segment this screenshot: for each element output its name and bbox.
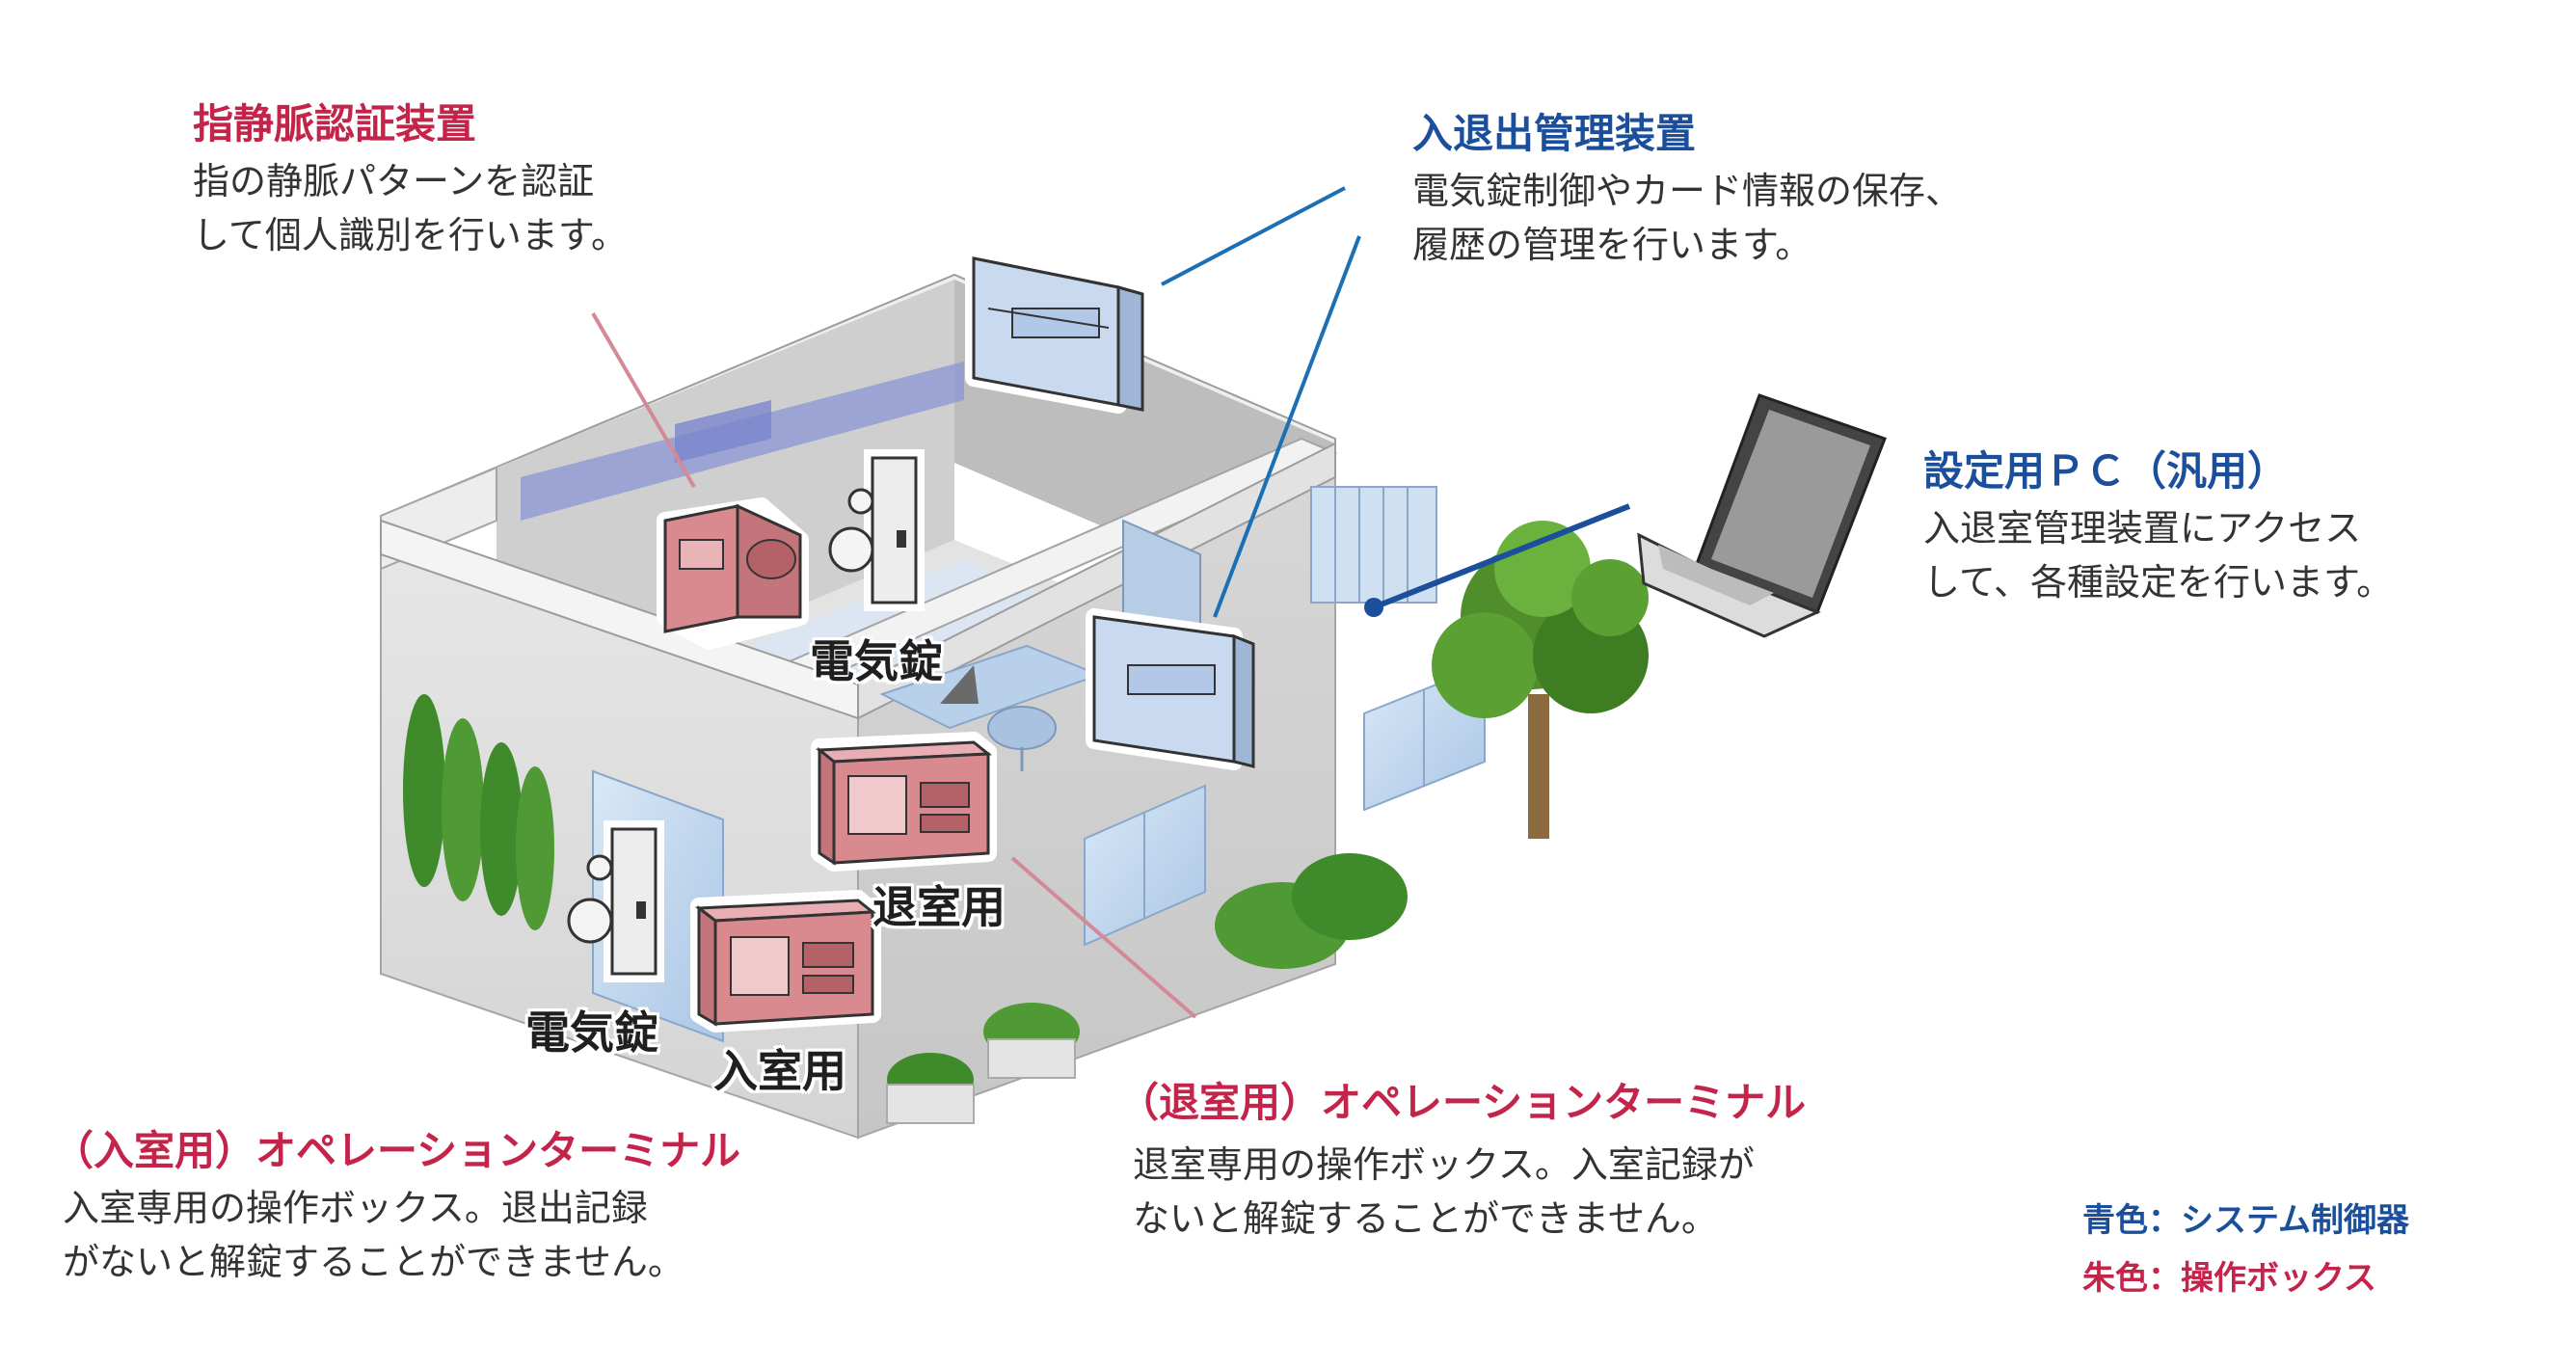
vein-desc-line: して個人識別を行います。 — [193, 214, 629, 256]
terminal-box-icon — [690, 890, 881, 1033]
vein-title: 指静脈認証装置 — [193, 100, 477, 148]
entry-terminal-desc: 入室専用の操作ボックス。退出記録 がないと解錠することができません。 — [63, 1181, 684, 1289]
pc-title: 設定用ＰＣ（汎用） — [1923, 447, 2289, 495]
electric-lock-icon — [567, 820, 664, 982]
entry-box-label: 入室用 — [713, 1045, 846, 1097]
vein-desc: 指の静脈パターンを認証 して個人識別を行います。 — [193, 154, 628, 262]
control-panel-icon — [965, 248, 1150, 414]
legend-red: 朱色：操作ボックス — [2082, 1259, 2376, 1298]
vein-desc-line: 指の静脈パターンを認証 — [193, 160, 595, 202]
lock-label-lower: 電気錠 — [525, 1007, 658, 1059]
tree-icon — [1432, 521, 1649, 839]
entry-terminal-desc-line: がないと解錠することができません。 — [63, 1241, 684, 1283]
finger-vein-scanner-icon — [657, 497, 809, 650]
exit-terminal-desc: 退室専用の操作ボックス。入室記録が ないと解錠することができません。 — [1133, 1138, 1755, 1246]
access-control-title: 入退出管理装置 — [1412, 110, 1697, 157]
entry-terminal-desc-line: 入室専用の操作ボックス。退出記録 — [63, 1187, 648, 1229]
exit-terminal-desc-line: ないと解錠することができません。 — [1133, 1197, 1718, 1240]
electric-lock-icon — [828, 449, 925, 611]
shrubs-front — [886, 853, 1408, 1124]
laptop-icon — [1630, 382, 1893, 638]
exit-terminal-title: （退室用）オペレーションターミナル — [1118, 1079, 1807, 1126]
entry-terminal-title: （入室用）オペレーションターミナル — [53, 1127, 741, 1174]
terminal-box-icon — [811, 732, 997, 872]
exit-terminal-desc-line: 退室専用の操作ボックス。入室記録が — [1133, 1143, 1755, 1186]
exit-box-label: 退室用 — [872, 881, 1006, 933]
control-panel-icon — [1086, 608, 1255, 770]
shrubs-left — [403, 694, 554, 930]
legend-blue: 青色：システム制御器 — [2082, 1201, 2409, 1240]
pc-desc-line: 入退室管理装置にアクセス — [1923, 507, 2362, 550]
access-control-desc: 電気錠制御やカード情報の保存、 履歴の管理を行います。 — [1412, 164, 1962, 272]
access-control-desc-line: 履歴の管理を行います。 — [1412, 224, 1812, 266]
pc-desc-line: して、各種設定を行います。 — [1923, 561, 2394, 604]
building — [380, 273, 1486, 1140]
lock-label-upper: 電気錠 — [810, 635, 943, 687]
pc-desc: 入退室管理装置にアクセス して、各種設定を行います。 — [1923, 501, 2393, 609]
access-control-desc-line: 電気錠制御やカード情報の保存、 — [1412, 170, 1963, 212]
connector-lines — [591, 186, 1631, 1019]
